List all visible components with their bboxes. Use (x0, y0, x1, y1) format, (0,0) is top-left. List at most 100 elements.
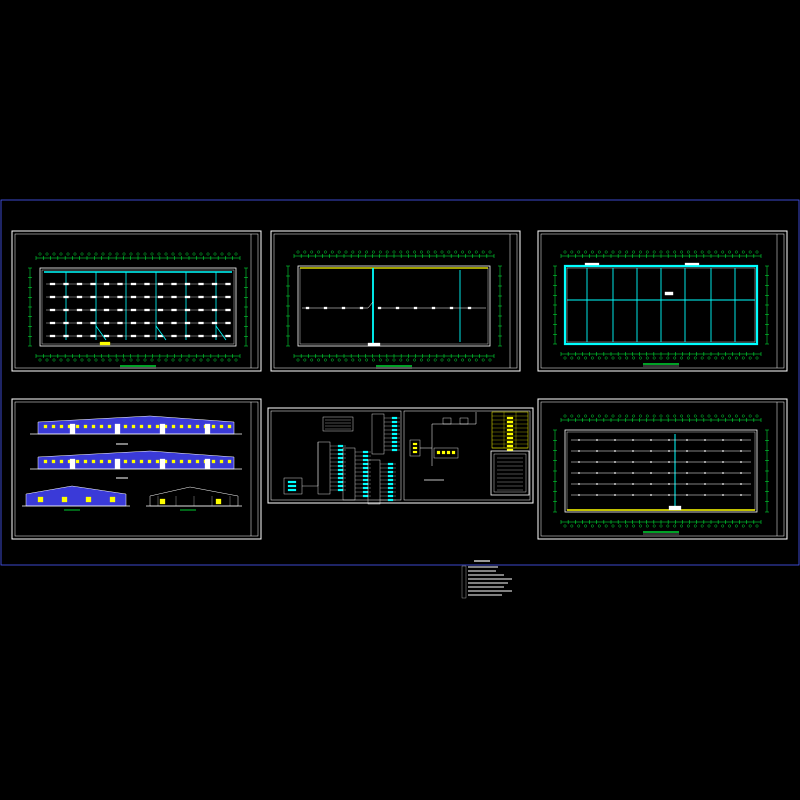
smoke-detector (614, 494, 616, 496)
axis-bubble (80, 252, 84, 256)
luminaire (144, 321, 150, 325)
axis-bubble (317, 250, 320, 254)
grounding-ring (563, 264, 759, 346)
axis-bubble (481, 250, 485, 254)
luminaire (103, 295, 110, 299)
luminaire (211, 282, 218, 286)
axis-bubble (52, 252, 56, 256)
smoke-detector (650, 472, 652, 474)
elevation-window (215, 498, 222, 505)
luminaire (130, 321, 137, 325)
elevation-window (179, 424, 184, 429)
axis-bubble (378, 358, 382, 362)
axis-bubble (666, 414, 670, 418)
axis-bubble (433, 358, 437, 362)
axis-bubble (639, 250, 642, 254)
elevation-door (69, 423, 76, 435)
axis-bubble (687, 356, 690, 360)
axis-bubble (591, 356, 594, 360)
smoke-detector (740, 494, 742, 496)
smoke-detector (614, 450, 616, 452)
axis-bubble (171, 252, 175, 256)
axis-bubble (741, 356, 745, 360)
axis-bubble (66, 358, 70, 362)
smoke-detector (704, 483, 706, 485)
panel-breaker (391, 448, 398, 452)
axis-bubble (171, 358, 175, 362)
smoke-detector (578, 472, 580, 474)
sheet-5-distribution-system (267, 407, 534, 505)
panel-breaker (387, 466, 394, 470)
axis-bubble (227, 358, 231, 362)
axis-bubble (666, 356, 670, 360)
meter (412, 446, 418, 450)
axis-bubble (645, 414, 649, 418)
luminaire (184, 295, 191, 299)
elevation-window (147, 424, 152, 429)
axis-bubble (604, 524, 608, 528)
axis-bubble (680, 250, 683, 254)
axis-bubble (618, 414, 622, 418)
luminaire (63, 295, 69, 299)
smoke-detector (704, 472, 706, 474)
axis-bubble (337, 358, 341, 362)
axis-bubble (700, 356, 704, 360)
axis-bubble (447, 358, 451, 362)
smoke-detector (632, 439, 634, 441)
axis-bubble (707, 524, 711, 528)
panel-breaker (362, 482, 369, 486)
axis-bubble (433, 250, 437, 254)
elevation-door (204, 458, 211, 470)
smoke-detector (578, 483, 580, 485)
axis-bubble (721, 250, 725, 254)
axis-bubble (136, 358, 140, 362)
axis-bubble (330, 250, 334, 254)
panel-breaker (387, 474, 394, 478)
switchgear-element (446, 450, 451, 455)
smoke-detector (614, 483, 616, 485)
axis-bubble (625, 356, 629, 360)
axis-bubble (659, 356, 663, 360)
axis-bubble (570, 414, 574, 418)
axis-bubble (563, 524, 567, 528)
panel-breaker (387, 486, 394, 490)
distribution-panel (367, 342, 381, 347)
axis-bubble (741, 524, 745, 528)
axis-bubble (748, 524, 752, 528)
panel-breaker (337, 456, 344, 460)
axis-bubble (136, 252, 140, 256)
panel-breaker (362, 470, 369, 474)
axis-bubble (206, 358, 210, 362)
axis-bubble (728, 250, 731, 254)
smoke-detector (668, 483, 670, 485)
axis-bubble (52, 358, 56, 362)
grounding-label (664, 291, 674, 296)
smoke-detector (722, 450, 724, 452)
luminaire (184, 308, 191, 312)
axis-bubble (687, 524, 690, 528)
equipment-table-cell (506, 436, 514, 440)
axis-bubble (164, 252, 168, 256)
distribution-panel (99, 341, 111, 346)
smoke-detector (722, 494, 724, 496)
panel-breaker (337, 476, 344, 480)
axis-bubble (714, 356, 718, 360)
axis-bubble (317, 358, 320, 362)
switchgear (433, 447, 459, 459)
axis-bubble (693, 356, 697, 360)
elevation-window (43, 459, 48, 464)
luminaire (198, 295, 204, 299)
equipment-table-cell (506, 416, 514, 420)
socket-outlet (413, 306, 418, 310)
luminaire (225, 295, 231, 299)
axis-bubble (563, 250, 567, 254)
smoke-detector (614, 439, 616, 441)
luminaire (90, 308, 96, 312)
elevation-window (187, 424, 192, 429)
panel-breaker (387, 494, 394, 498)
sheet-inner-border (14, 401, 259, 537)
luminaire (171, 308, 177, 312)
sheet-2-power-plan (270, 230, 521, 372)
axis-bubble (714, 524, 718, 528)
